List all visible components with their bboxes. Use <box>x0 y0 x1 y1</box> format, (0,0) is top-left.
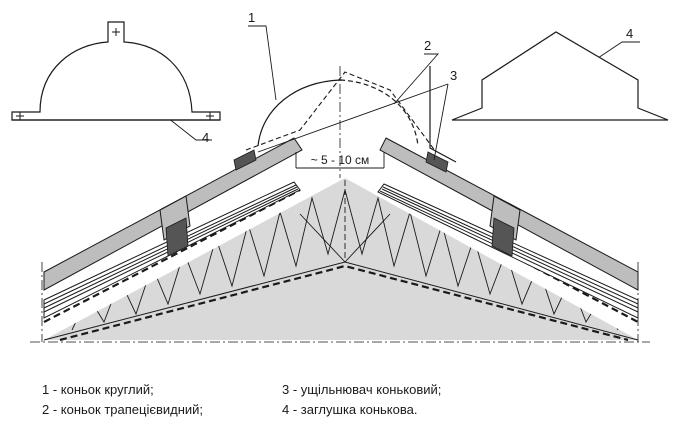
legend-column-left: 1 - коньок круглий; 2 - коньок трапецієв… <box>42 380 203 420</box>
callout-3: 3 <box>450 68 457 83</box>
ridge-flange-right <box>429 66 457 163</box>
profile-seal-left <box>165 217 189 257</box>
boundary-lines <box>30 262 650 343</box>
callout-2: 2 <box>424 38 431 53</box>
callout-1: 1 <box>248 10 255 25</box>
legend: 1 - коньок круглий; 2 - коньок трапецієв… <box>0 380 682 430</box>
ridge-round <box>257 66 419 178</box>
trapezoid-ridge-side-view <box>451 31 669 121</box>
ridge-seal-left <box>233 149 257 171</box>
callout-leaders <box>167 25 640 161</box>
round-ridge-side-view <box>11 21 221 121</box>
plus-markers <box>16 28 214 120</box>
profile-seal-right <box>491 217 515 257</box>
legend-item-1: 1 - коньок круглий; <box>42 382 154 397</box>
overlap-dimension <box>295 152 385 169</box>
legend-item-4: 4 - заглушка конькова. <box>282 402 418 417</box>
overlap-label: ~ 5 - 10 см <box>311 153 370 167</box>
legend-item-2: 2 - коньок трапецієвидний; <box>42 402 204 417</box>
ridge-trapezoidal <box>245 71 437 153</box>
callout-4-right: 4 <box>626 26 633 41</box>
legend-item-3: 3 - ущільнювач коньковий; <box>282 382 442 397</box>
roof-ridge-diagram: ~ 5 - 10 см 1 2 3 4 4 <box>11 10 669 343</box>
callout-4-left: 4 <box>202 130 209 145</box>
ridge-seal-right <box>425 151 449 173</box>
legend-column-right: 3 - ущільнювач коньковий; 4 - заглушка к… <box>282 380 441 420</box>
